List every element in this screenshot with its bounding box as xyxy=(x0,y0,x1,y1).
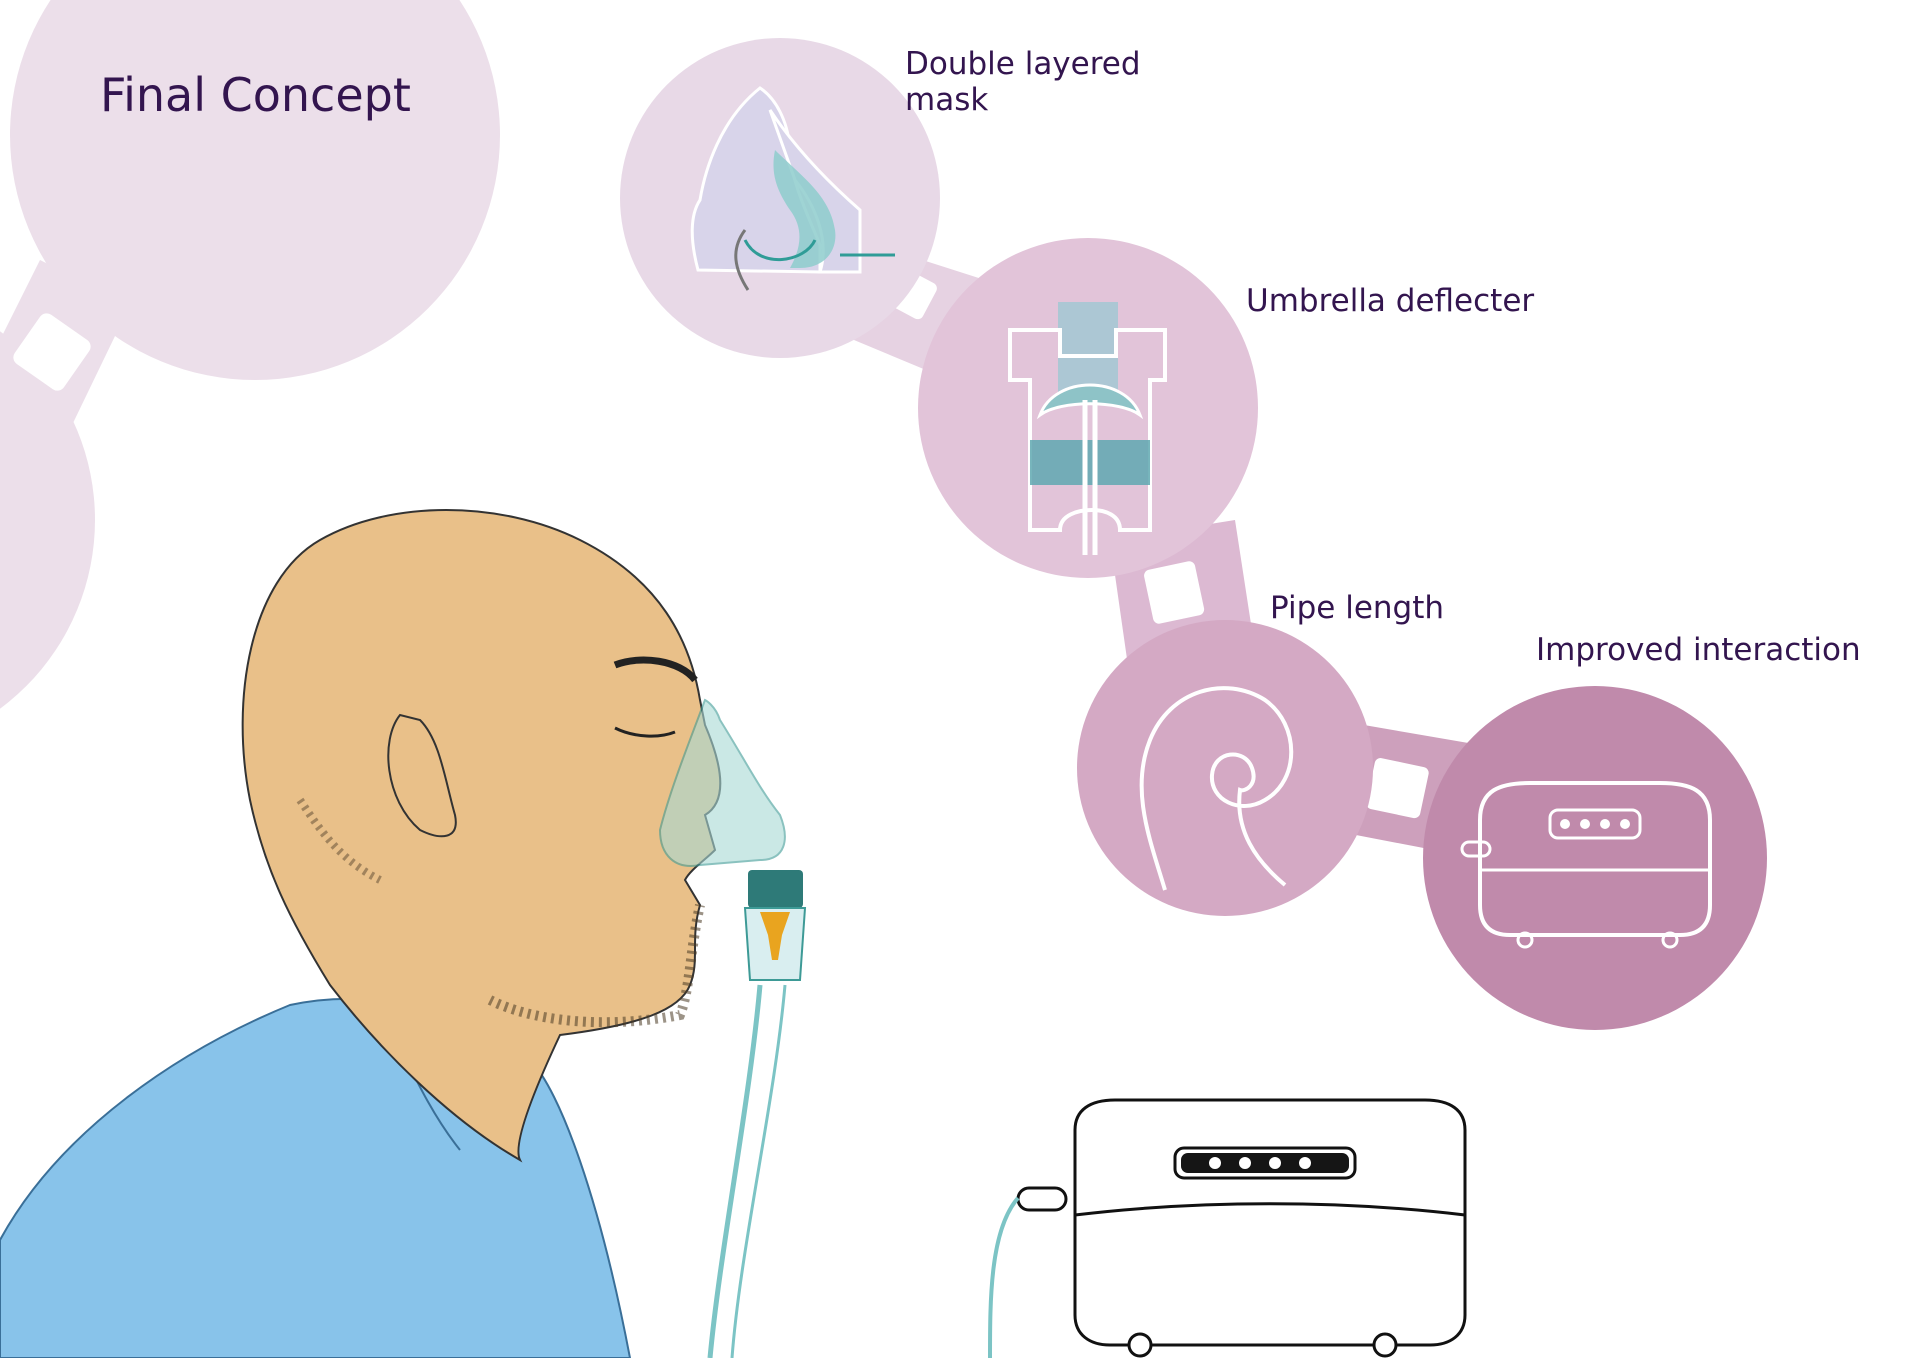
patient-beard xyxy=(487,903,705,1028)
mini-button-1 xyxy=(1560,819,1570,829)
connector-hole-3-4 xyxy=(1366,758,1429,819)
umbrella-deflector xyxy=(1036,383,1144,420)
device-foot-right xyxy=(1372,1332,1398,1358)
device-tube xyxy=(988,1196,1020,1358)
medication-liquid xyxy=(1030,440,1150,485)
feature-bubble-pipe xyxy=(1077,620,1373,916)
label-umbrella-deflecter: Umbrella deflecter xyxy=(1246,283,1535,319)
bubble-interaction xyxy=(1423,686,1767,1030)
umbrella-outlet-tube xyxy=(1058,302,1118,397)
control-button-2 xyxy=(1239,1157,1251,1169)
mask-exhale-arrow xyxy=(734,229,750,291)
label-improved-interaction: Improved interaction xyxy=(1536,632,1861,668)
face-mask-assembly xyxy=(658,698,807,1358)
patient xyxy=(0,509,722,1358)
mini-foot-right xyxy=(1661,931,1679,949)
nebulizer-cap xyxy=(748,870,803,908)
mask-airflow-arrow xyxy=(743,239,817,262)
control-button-1 xyxy=(1209,1157,1221,1169)
label-double-layered-mask: Double layered mask xyxy=(905,46,1141,118)
mini-button-4 xyxy=(1620,819,1630,829)
mini-control-panel xyxy=(1548,808,1642,840)
bubble-pipe xyxy=(1077,620,1373,916)
nebulizer-cup-outline xyxy=(1008,328,1167,532)
compressor-body xyxy=(1073,1098,1467,1347)
feature-bubble-mask xyxy=(620,38,940,358)
mini-foot-left xyxy=(1516,931,1534,949)
patient-head xyxy=(241,509,722,1163)
bubble-umbrella xyxy=(918,238,1258,578)
connector-hole xyxy=(13,313,91,391)
control-button-3 xyxy=(1269,1157,1281,1169)
feature-bubble-interaction xyxy=(1423,686,1767,1030)
background-bubble-chain xyxy=(0,0,500,709)
mini-button-3 xyxy=(1600,819,1610,829)
device-foot-left xyxy=(1127,1332,1153,1358)
compressor-device xyxy=(988,1098,1467,1358)
patient-ear xyxy=(387,713,457,838)
coiled-pipe xyxy=(1139,686,1294,891)
control-panel-inset xyxy=(1181,1153,1349,1173)
control-button-4 xyxy=(1299,1157,1311,1169)
umbrella-deflector-orange xyxy=(760,912,790,960)
connector-hole-2-3 xyxy=(1144,561,1205,624)
patient-eyebrow xyxy=(613,656,698,683)
title-bubble xyxy=(10,0,500,380)
mini-button-2 xyxy=(1580,819,1590,829)
feature-bubble-umbrella xyxy=(918,238,1258,578)
pipe-port xyxy=(1016,1186,1068,1212)
oxygen-tube-right xyxy=(730,984,787,1358)
mask-airflow-fill xyxy=(773,150,836,268)
page-title: Final Concept xyxy=(100,68,411,122)
patient-eye xyxy=(614,726,676,738)
face-mask xyxy=(658,698,786,867)
compressor-lid-seam xyxy=(1074,1202,1466,1217)
mini-pipe-port xyxy=(1460,840,1492,858)
mini-device-body xyxy=(1478,781,1712,937)
label-pipe-length: Pipe length xyxy=(1270,590,1445,626)
oxygen-tube-left xyxy=(707,984,763,1358)
